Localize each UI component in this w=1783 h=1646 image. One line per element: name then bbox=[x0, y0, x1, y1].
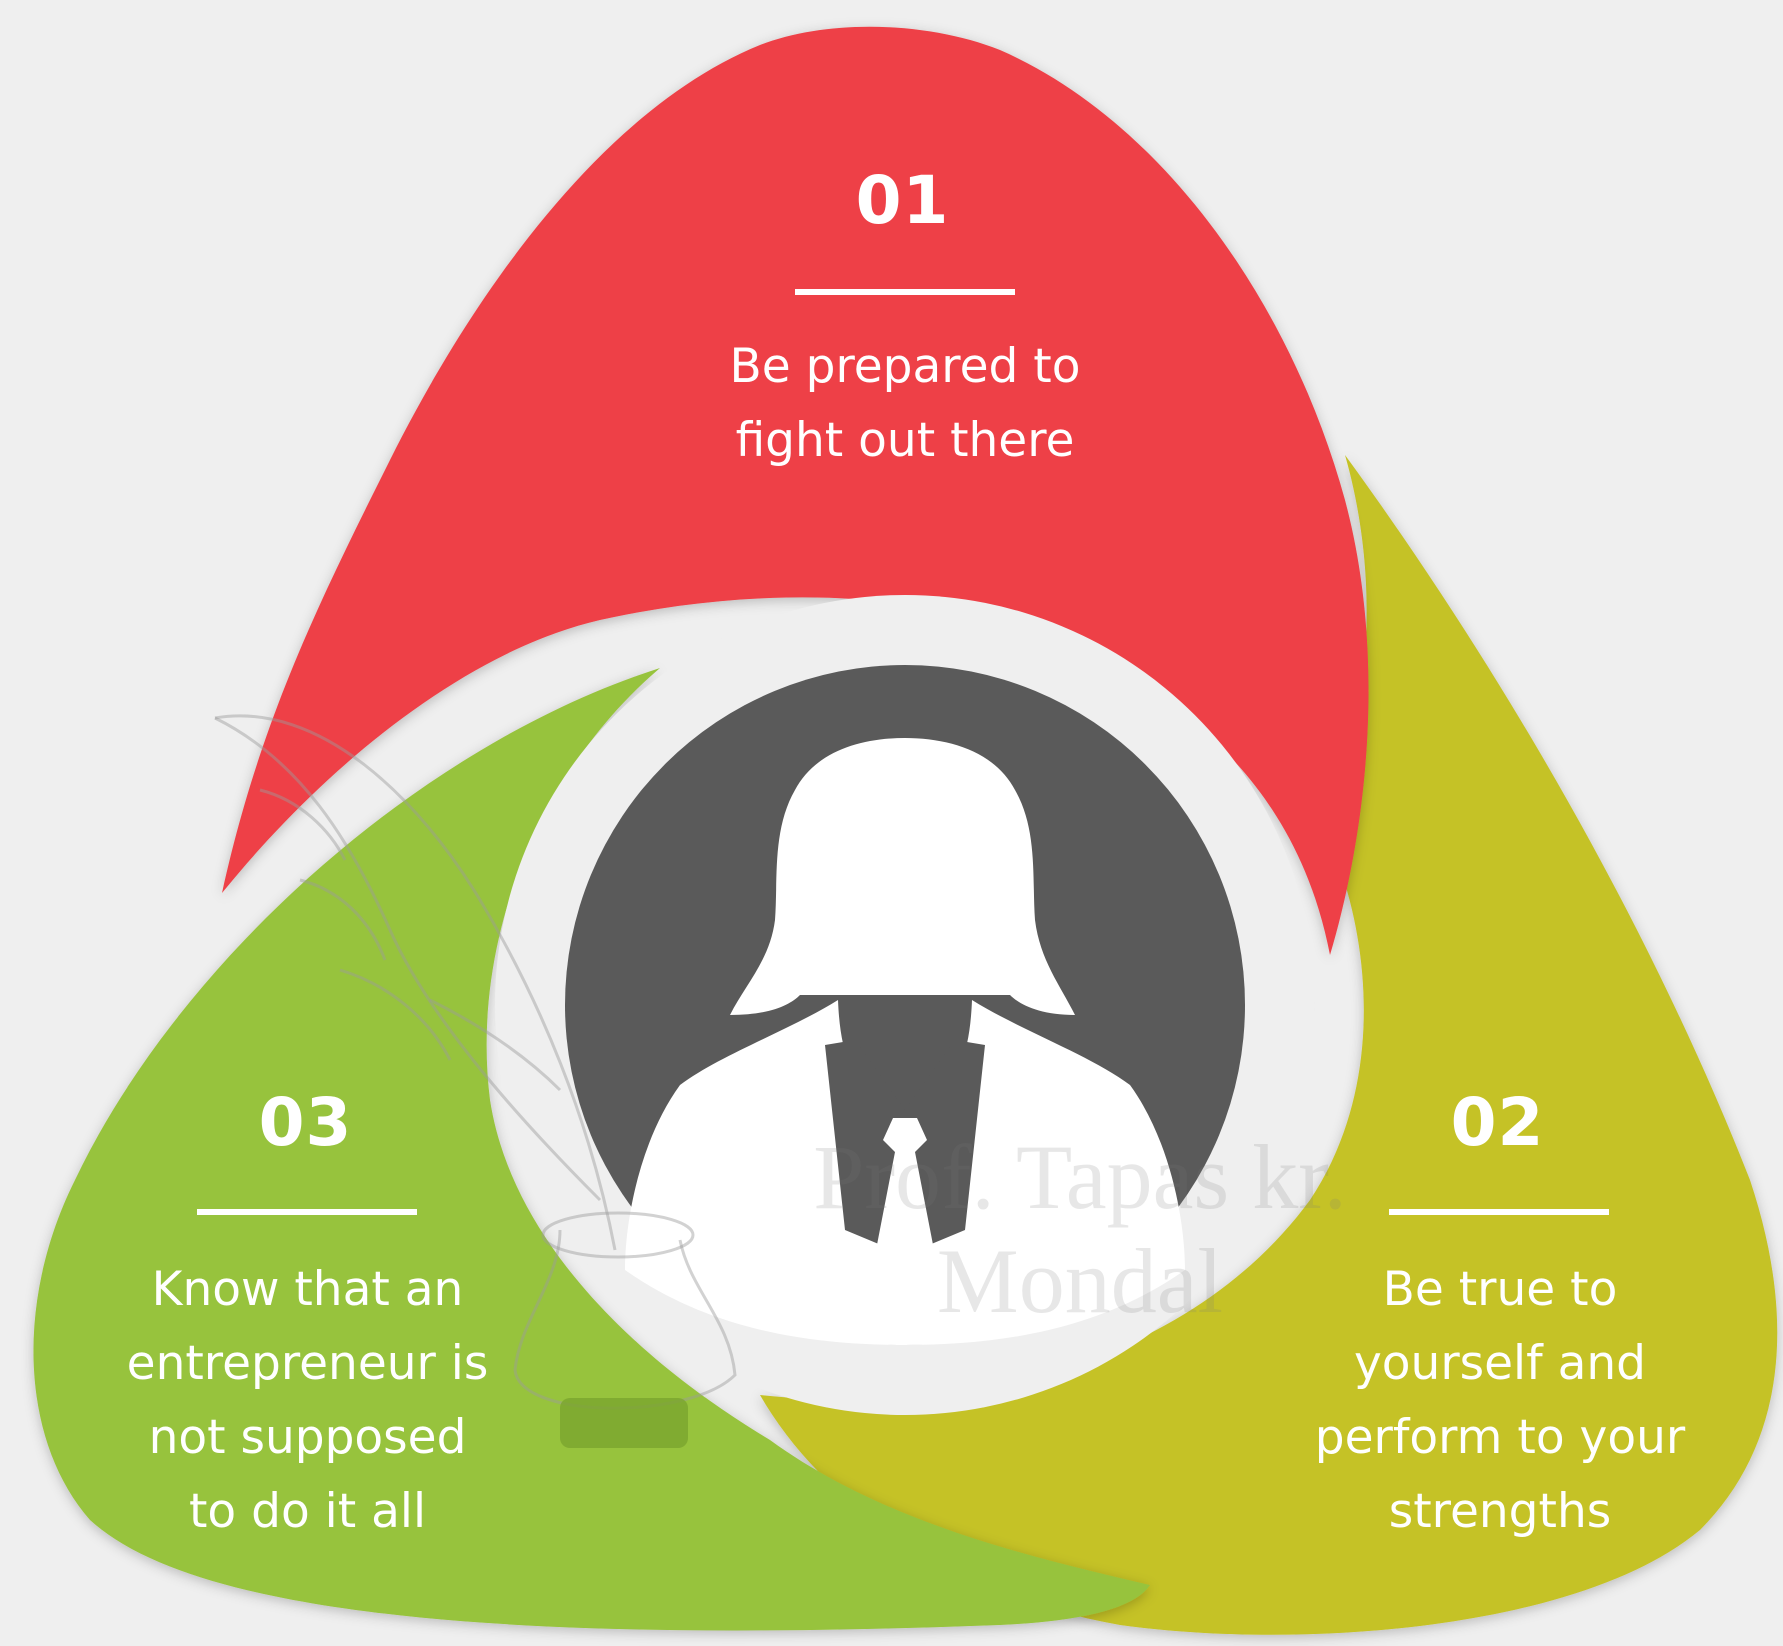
businesswoman-icon bbox=[625, 738, 1185, 1345]
item-02-number: 02 bbox=[1450, 1084, 1545, 1161]
item-03-line-2: entrepreneur is bbox=[126, 1336, 489, 1391]
quill-inkpot-icon bbox=[214, 714, 737, 1410]
item-02-line-2: yourself and bbox=[1353, 1336, 1647, 1391]
item-02-text: Be true to yourself and perform to your … bbox=[1250, 1253, 1750, 1549]
watermark-line-1: Prof. Tapas kr. bbox=[813, 1126, 1347, 1228]
watermark-text: Prof. Tapas kr. Mondal bbox=[770, 1125, 1390, 1333]
inkpot-label bbox=[560, 1398, 688, 1448]
watermark-line-2: Mondal bbox=[936, 1230, 1224, 1332]
item-03-line-1: Know that an bbox=[151, 1262, 464, 1317]
item-03-text: Know that an entrepreneur is not suppose… bbox=[60, 1253, 555, 1549]
item-03-line-4: to do it all bbox=[189, 1484, 426, 1539]
item-01-line-2: fight out there bbox=[735, 413, 1075, 468]
segment-02 bbox=[760, 455, 1778, 1635]
item-02-line-4: strengths bbox=[1388, 1484, 1612, 1539]
item-03-divider bbox=[197, 1209, 417, 1215]
item-03-number: 03 bbox=[258, 1084, 353, 1161]
item-03-line-3: not supposed bbox=[148, 1410, 467, 1465]
item-02-line-1: Be true to bbox=[1382, 1262, 1618, 1317]
item-02-divider bbox=[1389, 1209, 1609, 1215]
item-01-number: 01 bbox=[855, 162, 950, 239]
segment-01 bbox=[222, 26, 1369, 955]
item-01-line-1: Be prepared to bbox=[729, 339, 1081, 394]
item-01-text: Be prepared to fight out there bbox=[640, 330, 1170, 478]
segment-03 bbox=[33, 668, 1150, 1631]
item-02-line-3: perform to your bbox=[1314, 1410, 1686, 1465]
item-01-divider bbox=[795, 289, 1015, 295]
